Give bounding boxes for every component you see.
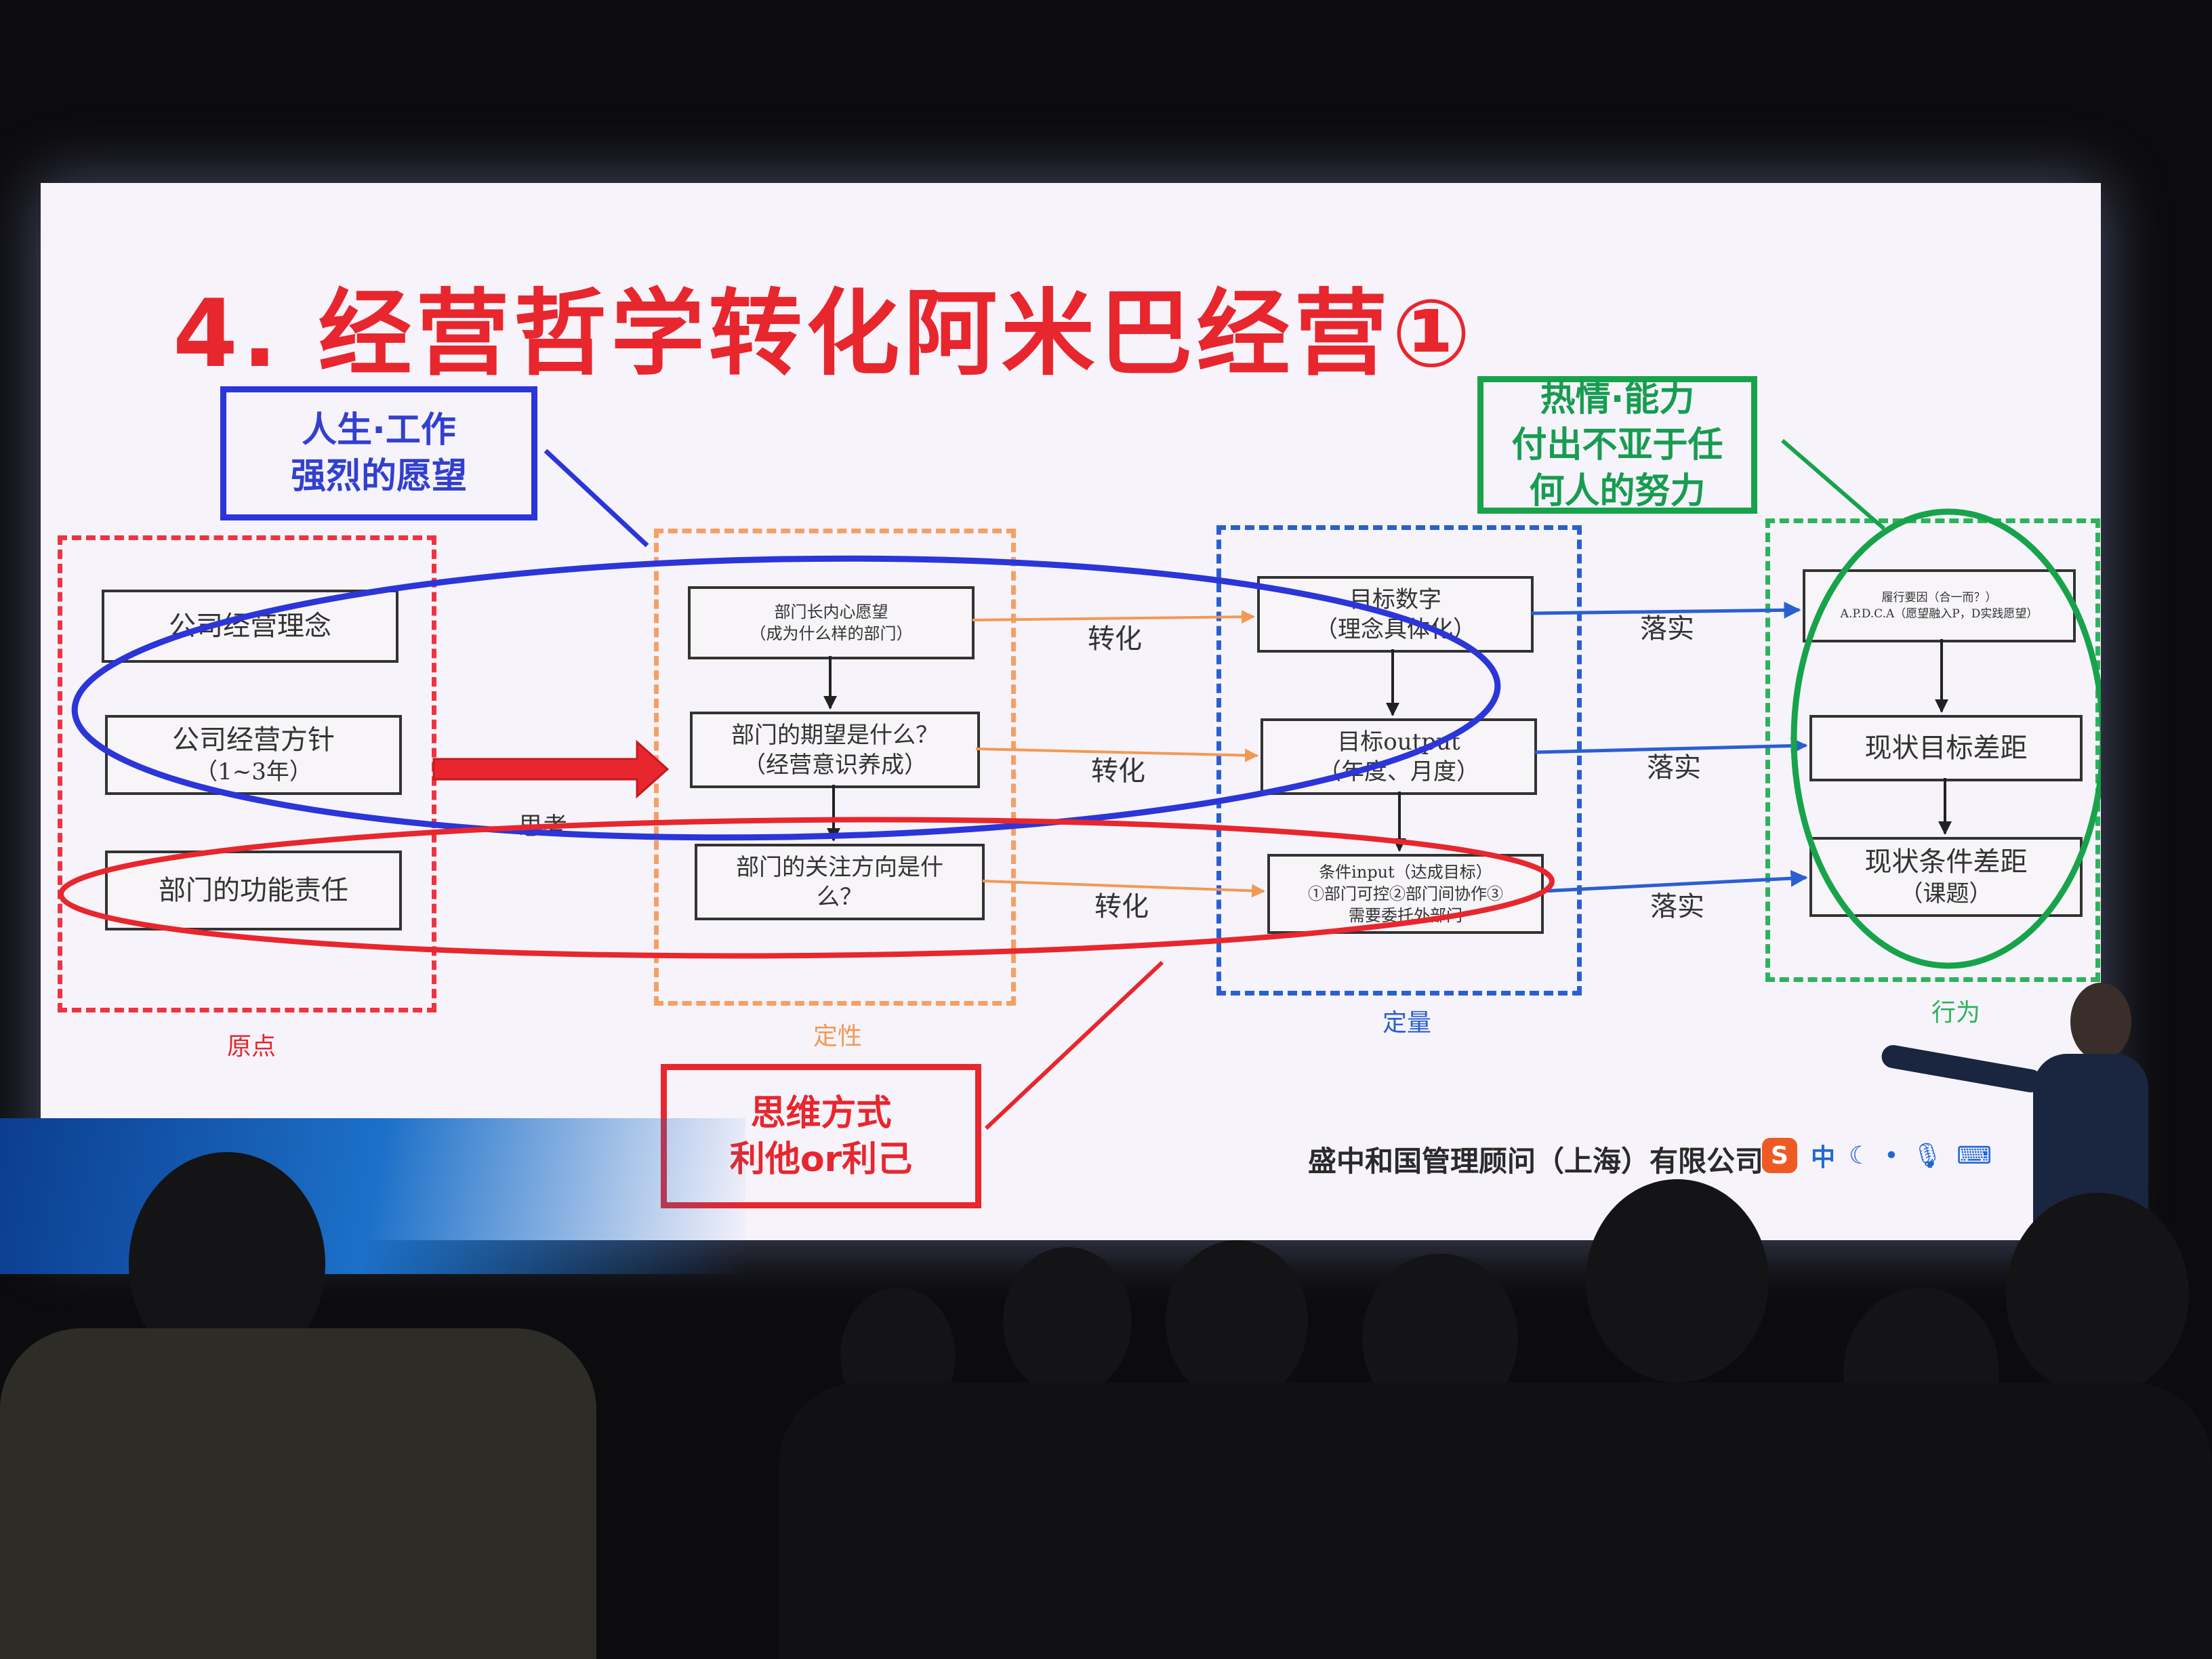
label-land-3: 落实 [1650, 891, 1704, 922]
callout-passion-line3: 何人的努力 [1529, 470, 1706, 512]
oval-green [1790, 508, 2101, 969]
arrow-convert-3 [982, 880, 1265, 898]
box-company-philosophy: 公司经营理念 [102, 590, 398, 663]
audience-head [1586, 1179, 1769, 1382]
box-execution-line1: 履行要因（合一而？） [1881, 591, 1997, 605]
zone-behavior-label: 行为 [1931, 999, 1981, 1027]
callout-desire-line2: 强烈的愿望 [290, 456, 467, 497]
box-company-policy-line2: （1~3年） [194, 758, 312, 785]
box-dept-function-text: 部门的功能责任 [159, 875, 348, 906]
ime-toolbar: S 中 ☾ • 🎙 ⌨ [1762, 1135, 2033, 1176]
company-footer: 盛中和国管理顾问（上海）有限公司 [1308, 1145, 1764, 1178]
callout-passion-line2: 付出不亚于任 [1511, 424, 1723, 466]
dots-icon: • [1884, 1141, 1899, 1170]
box-company-policy: 公司经营方针 （1~3年） [105, 715, 402, 795]
audience-head [1003, 1247, 1132, 1396]
audience-head [1166, 1240, 1308, 1403]
diagram-overlay [58, 438, 2101, 1130]
callout-thinking-line1: 思维方式 [750, 1092, 892, 1134]
callout-passion: 热情·能力 付出不亚于任 何人的努力 [1477, 376, 1757, 514]
box-gap-condition-line2: （课题） [1900, 880, 1992, 907]
callout-passion-line1: 热情·能力 [1540, 378, 1695, 419]
callout-desire: 人生·工作 强烈的愿望 [220, 386, 537, 520]
pointer-green [1781, 438, 1885, 531]
label-convert-3: 转化 [1094, 891, 1149, 922]
callout-thinking-line2: 利他or利己 [729, 1139, 913, 1180]
zone-quantitative [1216, 525, 1582, 996]
box-dept-function: 部门的功能责任 [105, 851, 402, 930]
zone-quantitative-label: 定量 [1382, 1009, 1432, 1037]
pointer-red [984, 960, 1164, 1130]
box-dept-heart-line2: （成为什么样的部门） [750, 624, 913, 643]
box-execution-line2: A.P.D.C.A（愿望融入P，D实践愿望） [1840, 607, 2039, 621]
oval-red [58, 817, 1555, 959]
projection-screen: 4. 经营哲学转化阿米巴经营① 人生·工作 强烈的愿望 热情·能力 付出不亚于任… [41, 183, 2101, 1240]
box-dept-focus-line2: 么？ [817, 883, 863, 911]
arrow-convert-2 [975, 747, 1258, 762]
audience-body [0, 1328, 596, 1659]
moon-icon: ☾ [1849, 1141, 1871, 1170]
arrow-land-1 [1531, 601, 1801, 619]
arrow-think-red [432, 739, 670, 799]
label-convert-1: 转化 [1088, 623, 1142, 655]
zone-qualitative-label: 定性 [813, 1023, 863, 1050]
slide-title: 4. 经营哲学转化阿米巴经营① [173, 279, 1475, 388]
presenter-head [2070, 983, 2131, 1061]
arrow-land-3 [1541, 869, 1808, 893]
oval-blue [71, 555, 1501, 841]
pointer-blue [544, 449, 649, 548]
keyboard-icon: ⌨ [1957, 1141, 1992, 1170]
box-gap-target: 现状目标差距 [1809, 715, 2083, 781]
box-dept-focus: 部门的关注方向是什 么？ [695, 844, 985, 920]
box-dept-heart-line1: 部门长内心愿望 [774, 602, 888, 621]
box-gap-target-text: 现状目标差距 [1864, 733, 2028, 764]
box-dept-expect-line1: 部门的期望是什么？ [731, 721, 939, 749]
box-condition-input-line2: ①部门可控②部门间协作③ [1308, 884, 1503, 903]
callout-desire-line1: 人生·工作 [302, 410, 456, 451]
box-gap-condition: 现状条件差距 （课题） [1809, 837, 2083, 917]
label-land-2: 落实 [1647, 752, 1701, 783]
arrow-land-2 [1534, 737, 1808, 755]
box-dept-expect-line2: （经营意识养成） [743, 751, 927, 779]
box-gap-condition-line1: 现状条件差距 [1864, 846, 2028, 878]
box-condition-input-line1: 条件input（达成目标） [1319, 863, 1492, 882]
zone-behavior [1765, 518, 2100, 982]
audience-head [2006, 1193, 2189, 1396]
mic-icon: 🎙 [1912, 1142, 1944, 1170]
audience-body [779, 1382, 2212, 1659]
sogou-logo-icon: S [1762, 1138, 1797, 1173]
zone-origin-label: 原点 [227, 1033, 276, 1061]
arrow-convert-1 [972, 610, 1255, 624]
label-convert-2: 转化 [1091, 756, 1145, 787]
box-company-policy-line1: 公司经营方针 [172, 724, 335, 756]
box-dept-focus-line1: 部门的关注方向是什 [736, 853, 943, 881]
label-land-1: 落实 [1640, 613, 1694, 644]
ime-chinese-mode: 中 [1811, 1144, 1836, 1172]
stage-panel [0, 1118, 745, 1274]
